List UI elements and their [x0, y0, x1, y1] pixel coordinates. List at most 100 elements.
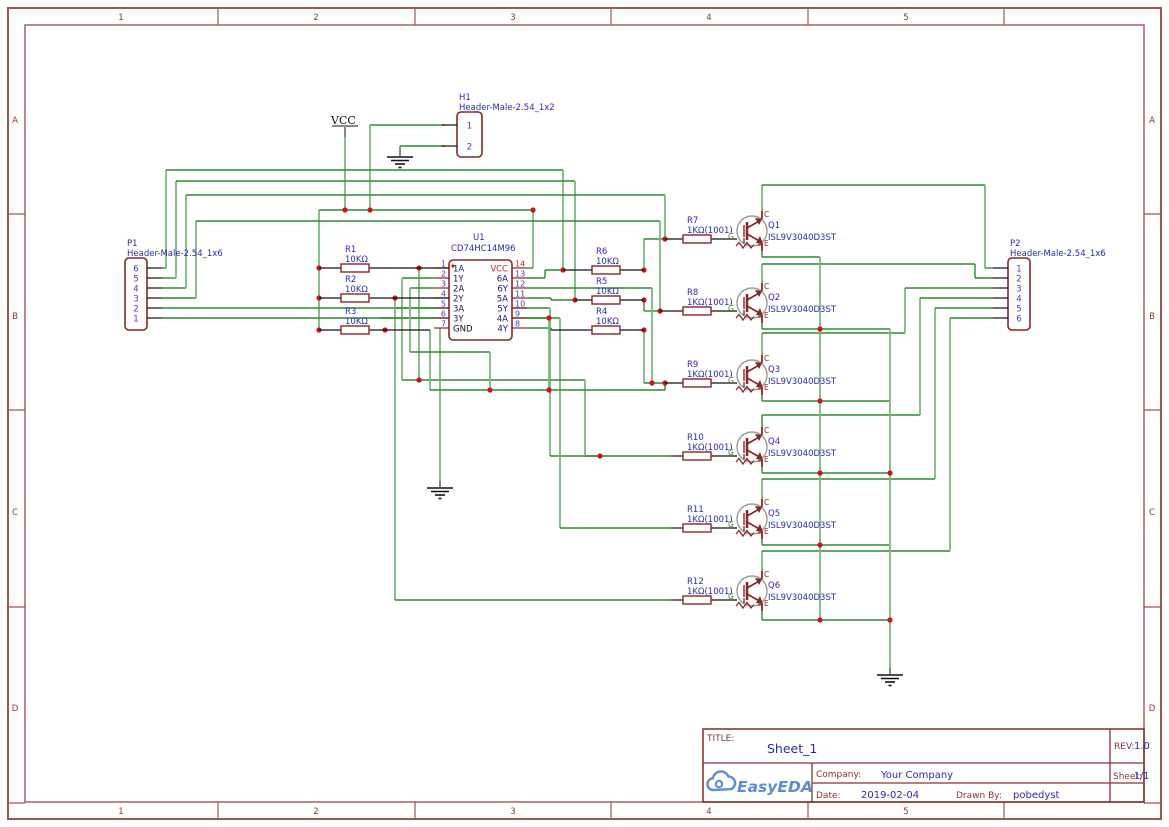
- transistor-body[interactable]: [736, 503, 768, 535]
- company-value[interactable]: Your Company: [880, 770, 953, 781]
- ic-pin-name: 5Y: [497, 305, 508, 315]
- drawn-by-value[interactable]: pobedyst: [1013, 790, 1059, 801]
- pin1-marker: [451, 264, 455, 268]
- resistor-body[interactable]: [682, 234, 712, 244]
- junction-dot: [817, 617, 823, 623]
- collector-label: C: [764, 210, 769, 219]
- gate-label: G: [728, 232, 734, 241]
- ic-pin-number: 5: [441, 300, 446, 309]
- title-label: TITLE:: [706, 734, 734, 744]
- transistor-ref: Q5: [768, 509, 780, 519]
- gate-label: G: [728, 304, 734, 313]
- sheet-outer-border: [7, 7, 1162, 820]
- ic-pin-name: 5A: [497, 295, 508, 305]
- resistor-body[interactable]: [591, 295, 621, 305]
- resistor-body[interactable]: [340, 293, 370, 303]
- ic-pin-name: 4Y: [497, 325, 508, 335]
- resistor-body[interactable]: [682, 595, 712, 605]
- resistor-value: 1KΩ(1001): [687, 370, 733, 380]
- transistor-body[interactable]: [736, 431, 768, 463]
- resistor-ref: R4: [596, 307, 607, 317]
- header-pin-number: 4: [1016, 295, 1021, 305]
- resistor-body[interactable]: [682, 306, 712, 316]
- header-pin-number: 2: [1016, 275, 1021, 285]
- internal-gate-resistor: [735, 526, 762, 538]
- transistor-ref: Q1: [768, 221, 780, 231]
- junction-dot: [416, 377, 422, 383]
- ic-pin-name: 3Y: [453, 315, 464, 325]
- header-ref: P1: [127, 239, 138, 249]
- resistor-body[interactable]: [682, 523, 712, 533]
- vcc-symbol[interactable]: VCC: [330, 114, 358, 137]
- junction-dot: [546, 387, 552, 393]
- junction-dot: [342, 207, 348, 213]
- transistor-body[interactable]: [736, 359, 768, 391]
- wire-layer[interactable]: [162, 124, 993, 668]
- ic-U1[interactable]: U1CD74HC14M9611A21Y32A42Y53A63Y7GND14VCC…: [434, 233, 527, 341]
- drawn-by-label: Drawn By:: [956, 791, 1002, 801]
- resistor-ref: R6: [596, 247, 607, 257]
- sheet-value[interactable]: 1/1: [1134, 771, 1149, 782]
- resistor-body[interactable]: [682, 451, 712, 461]
- ic-pin-number: 8: [515, 320, 520, 329]
- rev-value[interactable]: 1.0: [1134, 741, 1150, 752]
- resistor-body[interactable]: [340, 325, 370, 335]
- transistor-body[interactable]: [736, 287, 768, 319]
- header-pin-number: 4: [133, 285, 138, 295]
- ic-pin-name: 6A: [497, 275, 508, 285]
- transistor-body[interactable]: [736, 575, 768, 607]
- date-value[interactable]: 2019-02-04: [861, 790, 919, 801]
- resistor-body[interactable]: [340, 263, 370, 273]
- ruler-row-label: A: [1149, 116, 1155, 126]
- gate-label: G: [728, 448, 734, 457]
- header-ref: H1: [459, 93, 471, 103]
- resistor-body[interactable]: [682, 378, 712, 388]
- gnd-symbol[interactable]: [427, 481, 453, 500]
- header-pin-number: 5: [1016, 305, 1021, 315]
- gnd-symbol[interactable]: [387, 150, 413, 169]
- resistor-value: 10KΩ: [596, 287, 619, 297]
- resistor-ref: R10: [687, 433, 704, 443]
- resistor-body[interactable]: [591, 325, 621, 335]
- ruler-col-label: 2: [313, 13, 318, 23]
- resistor-body[interactable]: [591, 265, 621, 275]
- junction-dot: [487, 387, 493, 393]
- header-ref: P2: [1010, 239, 1021, 249]
- header-part: Header-Male-2.54_1x2: [459, 103, 555, 113]
- transistor-part: ISL9V3040D3ST: [768, 449, 837, 459]
- ruler-col-label: 1: [118, 13, 123, 23]
- ic-pin-number: 7: [441, 320, 446, 329]
- internal-gate-resistor: [735, 454, 762, 466]
- ruler-col-label: 2: [313, 807, 318, 817]
- resistor-ref: R3: [345, 307, 356, 317]
- sheet-title[interactable]: Sheet_1: [767, 741, 817, 756]
- gnd-symbol[interactable]: [877, 668, 903, 687]
- internal-gate-resistor: [735, 598, 762, 610]
- transistor-body[interactable]: [736, 215, 768, 247]
- junction-dot: [817, 470, 823, 476]
- date-label: Date:: [816, 791, 841, 801]
- resistor-value: 1KΩ(1001): [687, 587, 733, 597]
